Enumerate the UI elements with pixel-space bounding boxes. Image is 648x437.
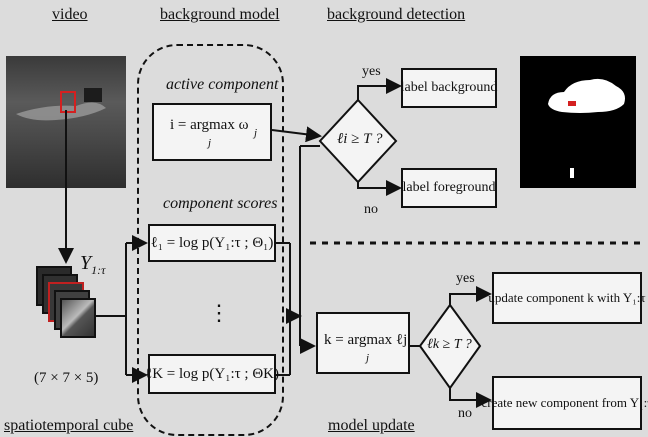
detection-no-label: no [364,202,378,218]
label-background-box: label background [401,68,497,108]
update-argmax-formula: k = argmax ℓj [324,332,407,349]
create-component-box: create new component from Y₁:τ [492,376,642,430]
update-component-text: update component k with Y₁:τ [488,290,645,306]
detection-test-formula: ℓi ≥ T ? [337,131,382,148]
label-foreground-box: label foreground [401,168,497,208]
create-component-text: create new component from Y₁:τ [482,395,648,411]
label-background-text: label background [401,80,498,96]
update-component-box: update component k with Y₁:τ [492,272,642,324]
update-no-label: no [458,406,472,422]
update-argmax-box: k = argmax ℓj j [316,312,410,374]
detection-yes-label: yes [362,64,381,80]
update-yes-label: yes [456,271,475,287]
update-test-formula: ℓk ≥ T ? [427,337,472,353]
label-foreground-text: label foreground [403,180,496,196]
update-argmax-under: j [366,352,369,364]
